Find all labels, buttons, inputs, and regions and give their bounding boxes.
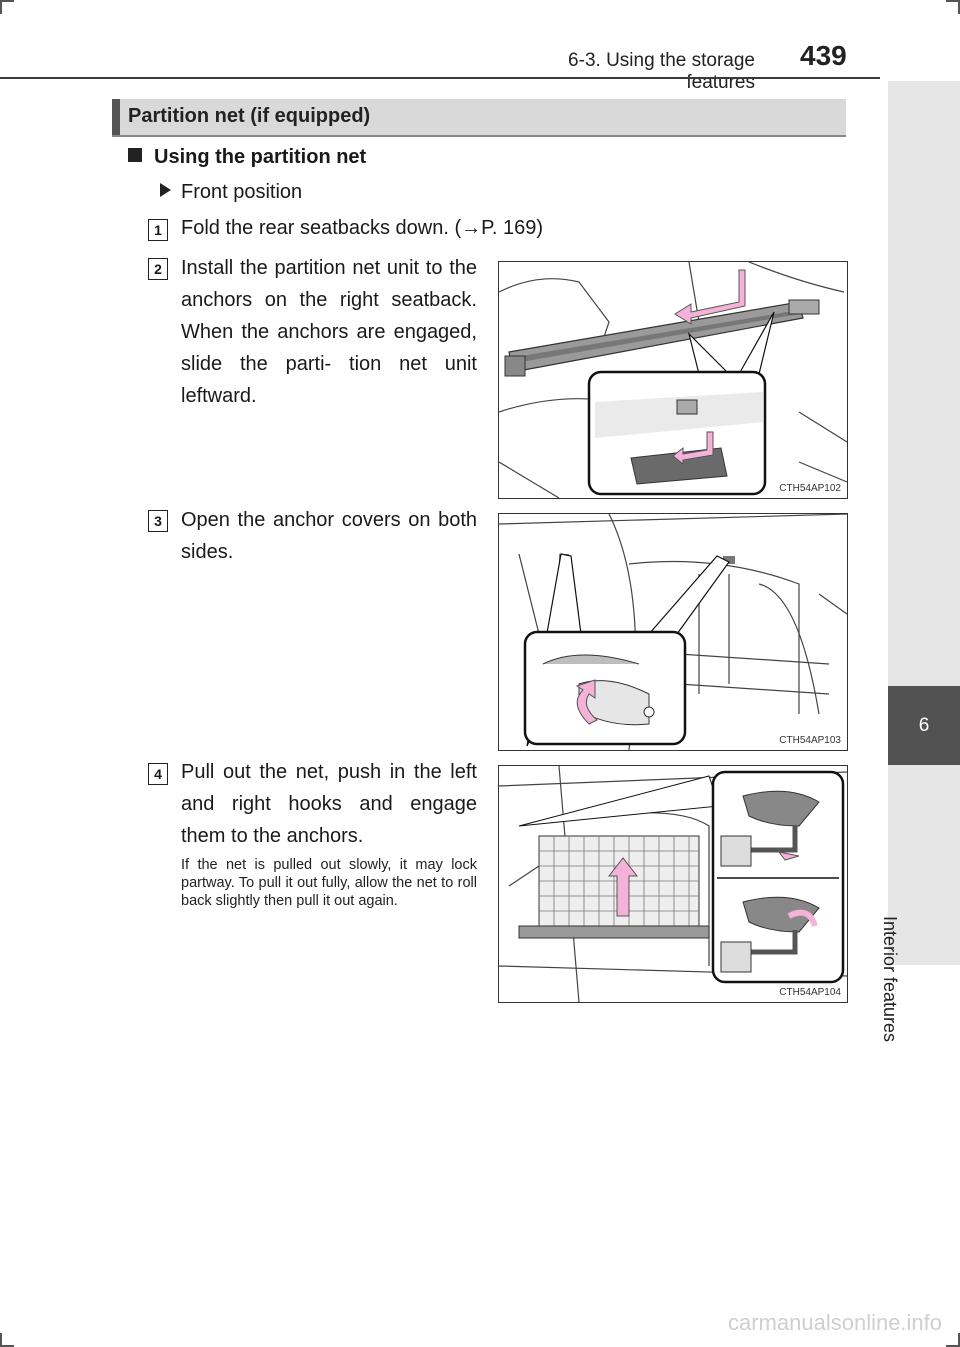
- chapter-label: Interior features: [876, 820, 936, 1042]
- side-tab-background: [888, 765, 960, 965]
- figure-id: CTH54AP102: [779, 483, 841, 494]
- header-rule: [0, 77, 880, 79]
- illustration-anchor-covers: CTH54AP103: [498, 513, 848, 751]
- figure-id: CTH54AP103: [779, 735, 841, 746]
- step-number: 3: [148, 510, 168, 532]
- step-text: Fold the rear seatbacks down. (→P. 169): [181, 217, 544, 239]
- illustration-partition-net-install: CTH54AP102: [498, 261, 848, 499]
- step-number: 1: [148, 219, 168, 241]
- crop-mark: [958, 0, 960, 14]
- crop-mark: [958, 1333, 960, 1347]
- section-title: Partition net (if equipped): [128, 105, 371, 127]
- crop-mark: [946, 1345, 960, 1347]
- square-bullet-icon: [128, 148, 142, 162]
- illustration-drawing: [499, 514, 847, 750]
- step-text: Pull out the net, push in the left and r…: [181, 761, 477, 847]
- step-number: 4: [148, 763, 168, 785]
- section-heading: Partition net (if equipped): [112, 99, 846, 137]
- illustration-hooks-engage: CTH54AP104: [498, 765, 848, 1003]
- illustration-drawing: [499, 262, 847, 498]
- crop-mark: [0, 0, 2, 14]
- step-number: 2: [148, 258, 168, 280]
- figure-id: CTH54AP104: [779, 987, 841, 998]
- chapter-tab: 6: [888, 686, 960, 765]
- position-text: Front position: [181, 181, 303, 203]
- triangle-bullet-icon: [160, 183, 171, 197]
- chapter-number: 6: [918, 714, 930, 736]
- position-label: Front position: [160, 181, 302, 204]
- crop-mark: [0, 1333, 2, 1347]
- step-text: Open the anchor covers on both sides.: [181, 509, 477, 563]
- chapter-label-text: Interior features: [880, 916, 900, 1043]
- page-number: 439: [800, 40, 847, 71]
- subsection-heading: Using the partition net: [128, 146, 366, 169]
- running-header: 6-3. Using the storage features: [568, 50, 755, 93]
- section-accent: [112, 99, 120, 135]
- illustration-drawing: [499, 766, 847, 1002]
- step-text: Install the partition net unit to the an…: [181, 257, 477, 407]
- subsection-title: Using the partition net: [154, 146, 367, 168]
- side-tab-background: [888, 81, 960, 686]
- watermark: carmanualsonline.info: [728, 1310, 943, 1335]
- note-text: If the net is pulled out slowly, it may …: [181, 857, 477, 909]
- crop-mark: [946, 0, 960, 2]
- crop-mark: [0, 1345, 14, 1347]
- crop-mark: [0, 0, 14, 2]
